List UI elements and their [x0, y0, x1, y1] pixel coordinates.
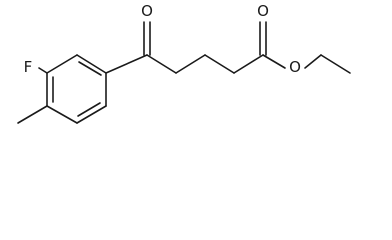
ethyl-bond [304, 54, 322, 69]
structure-canvas: F O O O [17, 2, 351, 124]
ring-double-bond [78, 61, 102, 76]
chemical-structure-diagram: F O O O [17, 2, 351, 124]
fluorine-bond [38, 67, 48, 74]
carbonyl-oxygen-label: O [257, 2, 269, 20]
ring-bond [76, 105, 107, 124]
ring-double-bond [77, 102, 101, 117]
ring-bond [76, 54, 107, 74]
ester-oxygen-label: O [289, 58, 301, 76]
chain-bond [204, 54, 235, 74]
methyl-bond [17, 105, 48, 124]
benzene-ring [46, 54, 107, 124]
chain-bond [233, 54, 264, 74]
ketone-oxygen-label: O [141, 2, 153, 20]
ethyl-bond [320, 54, 351, 74]
aryl-ketone-bond [105, 54, 148, 74]
chain-bond [175, 54, 206, 74]
ring-bond [46, 105, 78, 124]
chain-bond [146, 54, 177, 74]
ring-bond [46, 54, 78, 74]
fluorine-atom-label: F [24, 58, 33, 76]
ester-single-bond [262, 54, 286, 69]
